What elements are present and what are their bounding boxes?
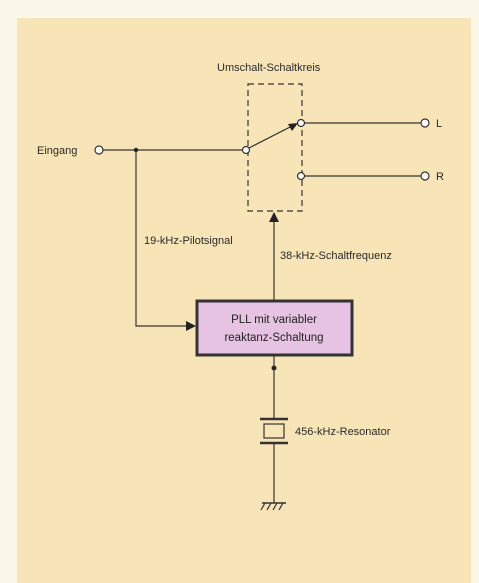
pilot-signal-wire [135,150,188,327]
switch-pivot [241,145,251,155]
pilot-signal-label: 19-kHz-Pilotsignal [144,235,233,247]
output-l-terminal [420,118,430,128]
pll-box [195,299,354,357]
switch-frequency-arrow [269,212,279,222]
input-label: Eingang [37,145,77,157]
output-r-label: R [436,171,444,183]
switch-arm [248,124,295,149]
resonator-label: 456-kHz-Resonator [295,426,391,438]
switch-arm-arrow [288,123,298,131]
output-r-terminal [420,171,430,181]
pll-label-line2: reaktanz-Schaltung [224,332,323,344]
pll-label-line1: PLL mit variabler [231,314,317,326]
switch-circuit-box [247,83,303,212]
resonator-crystal [263,423,285,439]
pilot-signal-arrow [186,321,196,331]
switch-circuit-label: Umschalt-Schaltkreis [217,62,321,74]
contact-l [296,118,306,128]
ground-icon [260,502,286,511]
switch-frequency-label: 38-kHz-Schaltfrequenz [280,250,392,262]
output-l-label: L [436,118,442,130]
input-terminal [94,145,104,155]
contact-r [296,171,306,181]
